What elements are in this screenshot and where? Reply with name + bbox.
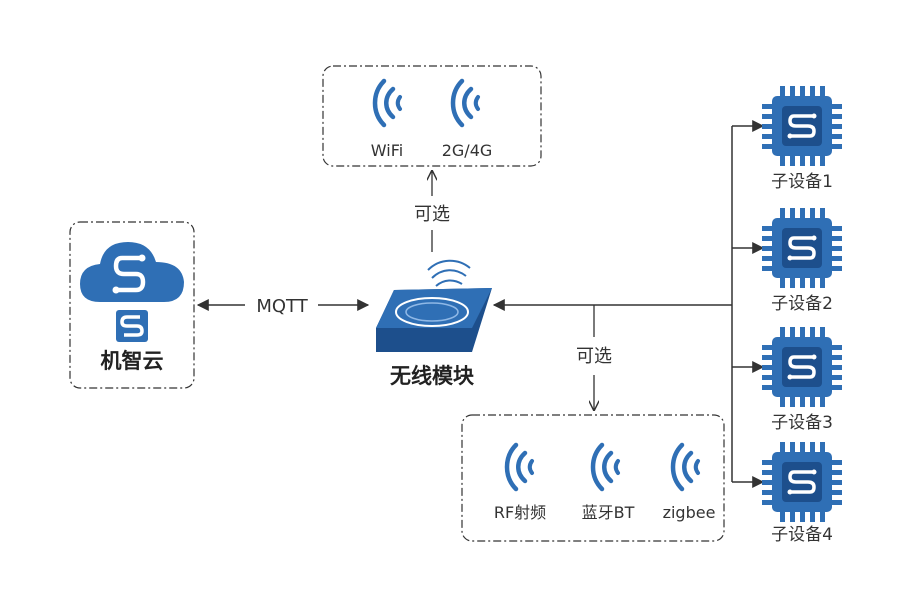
sub-device-1-label: 子设备1 (771, 172, 833, 192)
bottom-option-zigbee: zigbee (663, 503, 716, 522)
bottom-option-bluetooth: 蓝牙BT (582, 503, 635, 522)
cloud-group-border (69, 221, 195, 389)
chip-icon-1 (760, 84, 844, 168)
chip-icon-3 (760, 325, 844, 409)
chip-icon-4 (760, 440, 844, 524)
cloud-label: 机智云 (101, 349, 164, 373)
chip-icon-2 (760, 206, 844, 290)
rf-signal-icon (507, 445, 532, 489)
top-option-wifi: WiFi (371, 141, 403, 160)
logo-icon (116, 310, 148, 342)
wifi-signal-icon (375, 81, 400, 125)
top-options-border (322, 65, 542, 167)
top-option-cellular: 2G/4G (442, 141, 493, 160)
wireless-module-icon (376, 259, 492, 352)
cloud-icon (80, 242, 184, 302)
zigbee-signal-icon (673, 445, 698, 489)
optional-top-label: 可选 (414, 204, 450, 225)
cellular-signal-icon (453, 81, 478, 125)
sub-device-4-label: 子设备4 (771, 525, 833, 545)
module-label: 无线模块 (390, 364, 475, 388)
sub-device-2-label: 子设备2 (771, 294, 833, 314)
bottom-option-rf: RF射频 (494, 503, 546, 522)
sub-device-3-label: 子设备3 (771, 413, 833, 433)
optional-bottom-label: 可选 (576, 346, 612, 367)
mqtt-label: MQTT (256, 296, 308, 317)
bottom-options-border (461, 414, 725, 542)
bluetooth-signal-icon (593, 445, 618, 489)
